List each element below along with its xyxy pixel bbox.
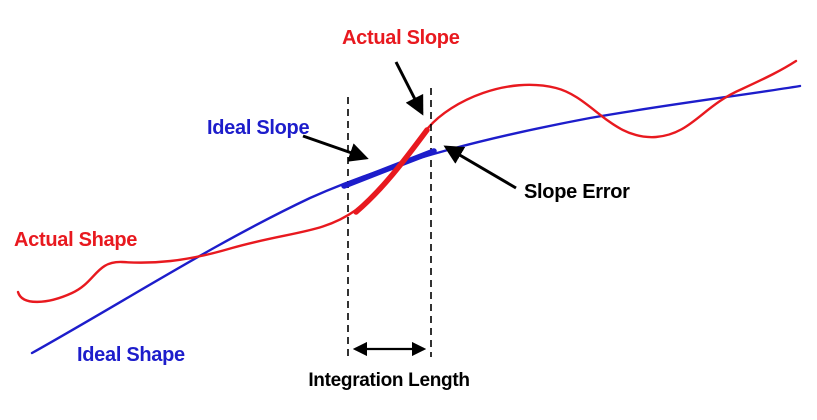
ideal-slope-label: Ideal Slope: [207, 117, 310, 139]
slope-error-label: Slope Error: [524, 181, 630, 203]
ideal-shape-label: Ideal Shape: [77, 344, 185, 366]
slope-error-arrow: [443, 145, 517, 190]
actual-shape-curve: [16, 59, 798, 303]
actual-shape-label: Actual Shape: [14, 229, 138, 251]
actual-slope-segment: [353, 127, 430, 215]
actual-slope-label: Actual Slope: [342, 27, 460, 49]
ideal-slope-arrow: [302, 134, 369, 162]
actual-slope-arrow: [394, 61, 424, 116]
ideal-slope-segment: [341, 148, 437, 189]
integration-length-label: Integration Length: [308, 370, 470, 391]
